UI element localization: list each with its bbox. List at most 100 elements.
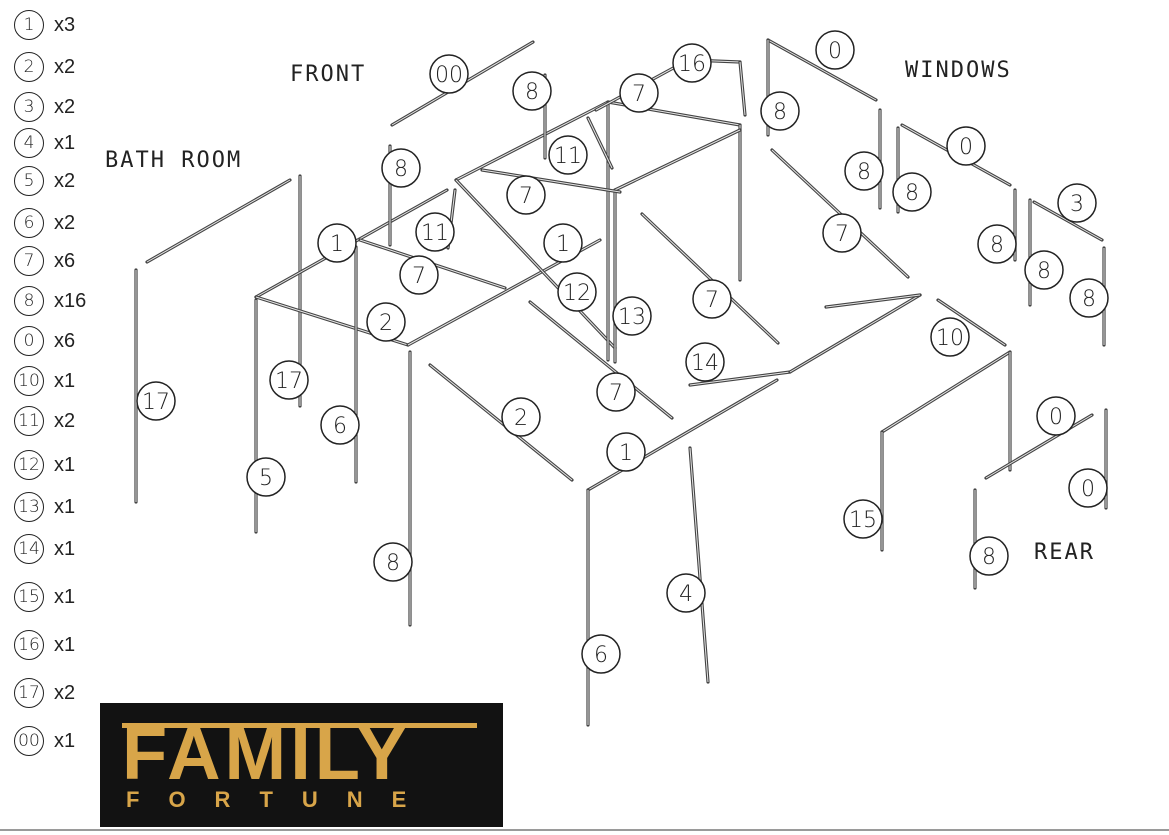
callout-label: 10 [936,326,964,351]
bathroom-label: BATH ROOM [105,148,243,173]
part-callout: 8 [1069,278,1109,318]
callout-circle [429,54,469,94]
part-callout: 8 [373,542,413,582]
part-callout: 7 [399,255,439,295]
rear-label: REAR [1034,540,1095,565]
callout-circle [366,302,406,342]
part-quantity: x16 [54,289,87,312]
part-callout: 8 [969,536,1009,576]
part-number-badge: 11 [14,406,44,436]
part-number-badge: 8 [14,286,44,316]
frame-pole-highlight [985,414,1093,479]
part-number-badge: 1 [14,10,44,40]
part-callout: 7 [822,213,862,253]
part-callout: 0 [1068,468,1108,508]
part-number-badge: 13 [14,492,44,522]
logo-fortune-text: FORTUNE [126,787,436,812]
callout-circle [692,279,732,319]
part-callout: 11 [548,135,588,175]
part-callout: 1 [543,223,583,263]
part-callout: 10 [930,317,970,357]
callout-circle [269,360,309,400]
callout-circle [930,317,970,357]
callout-circle [136,381,176,421]
part-callout: 16 [672,43,712,83]
callout-circle [672,43,712,83]
callout-label: 8 [525,80,539,105]
frame-pole-highlight [587,379,778,491]
callout-label: 15 [849,508,877,533]
callout-circle [666,573,706,613]
part-callout: 15 [843,499,883,539]
callout-circle [1068,468,1108,508]
callout-circle [1069,278,1109,318]
part-callout: 11 [415,212,455,252]
callout-circle [399,255,439,295]
callout-label: 2 [379,311,393,336]
callout-label: 1 [556,232,570,257]
part-callout: 17 [136,381,176,421]
callout-label: 3 [1070,192,1084,217]
part-number-badge: 15 [14,582,44,612]
callout-label: 8 [386,551,400,576]
callout-label: 13 [618,305,646,330]
part-quantity: x1 [54,729,76,752]
part-quantity: x2 [54,95,76,118]
part-callout: 7 [692,279,732,319]
part-quantity: x2 [54,409,76,432]
callout-label: 4 [679,582,693,607]
part-callout: 6 [320,405,360,445]
callout-label: 6 [333,414,347,439]
part-number-badge: 4 [14,128,44,158]
part-quantity: x6 [54,249,76,272]
callout-label: 0 [1049,405,1063,430]
callout-label: 7 [835,222,849,247]
part-callout: 0 [1036,396,1076,436]
part-quantity: x1 [54,453,76,476]
callout-label: 8 [982,545,996,570]
frame-pole-highlight [1033,201,1103,241]
callout-circle [760,91,800,131]
part-number-badge: 14 [14,534,44,564]
part-quantity: x2 [54,55,76,78]
callout-circle [512,71,552,111]
parts-list-item: 3 x2 [14,90,75,124]
callout-label: 7 [609,381,623,406]
frame-pole-highlight [881,351,1011,433]
part-quantity: x2 [54,211,76,234]
frame-pole-highlight [739,61,746,116]
bottom-rule [0,829,1169,831]
logo-family-text: FAMILY [122,712,411,795]
callout-label: 0 [828,39,842,64]
part-number-badge: 00 [14,726,44,756]
callout-circle [843,499,883,539]
part-callout: 8 [512,71,552,111]
windows-label: WINDOWS [905,58,1012,83]
callout-label: 7 [519,184,533,209]
callout-label: 17 [142,390,170,415]
part-callout: 17 [269,360,309,400]
callout-circle [946,126,986,166]
frame-pole-highlight [689,447,709,683]
part-callout: 8 [977,224,1017,264]
part-number-badge: 2 [14,52,44,82]
family-fortune-logo: FAMILY FORTUNE [100,703,503,827]
frame-pole-highlight [429,364,573,481]
callout-circle [844,151,884,191]
callout-label: 1 [619,441,633,466]
part-callout: 3 [1057,183,1097,223]
part-callout: 0 [815,30,855,70]
part-callout: 8 [1024,250,1064,290]
frame-pole-highlight [689,371,791,386]
part-quantity: x1 [54,495,76,518]
parts-list-item: 00 x1 [14,724,75,758]
callout-circle [557,272,597,312]
part-number-badge: 3 [14,92,44,122]
